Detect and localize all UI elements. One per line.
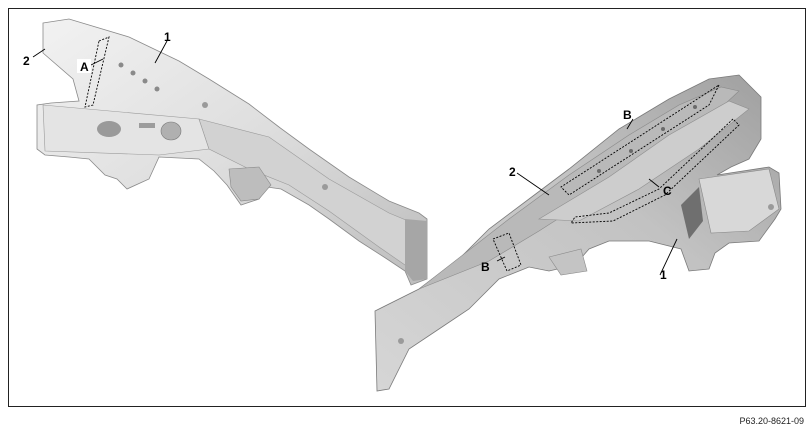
figure-frame: 1 2 A 1 2 B B C bbox=[8, 8, 806, 407]
figure-reference-id: P63.20-8621-09 bbox=[739, 416, 804, 426]
leader-lines bbox=[32, 40, 678, 276]
callout-right-1: 1 bbox=[660, 268, 667, 282]
callout-left-A-bg bbox=[77, 59, 91, 73]
callout-right-B-top: B bbox=[623, 108, 632, 122]
callout-left-1: 1 bbox=[164, 30, 171, 44]
left-member-assembly bbox=[36, 18, 428, 286]
callout-right-B-bottom: B bbox=[481, 260, 490, 274]
callout-right-2: 2 bbox=[509, 165, 516, 179]
body-part-illustration: 1 2 A 1 2 B B C bbox=[23, 18, 782, 392]
right-member-assembly bbox=[374, 74, 782, 392]
callout-right-C: C bbox=[663, 184, 672, 198]
callout-left-A: A bbox=[80, 60, 89, 74]
callout-left-2: 2 bbox=[23, 54, 30, 68]
